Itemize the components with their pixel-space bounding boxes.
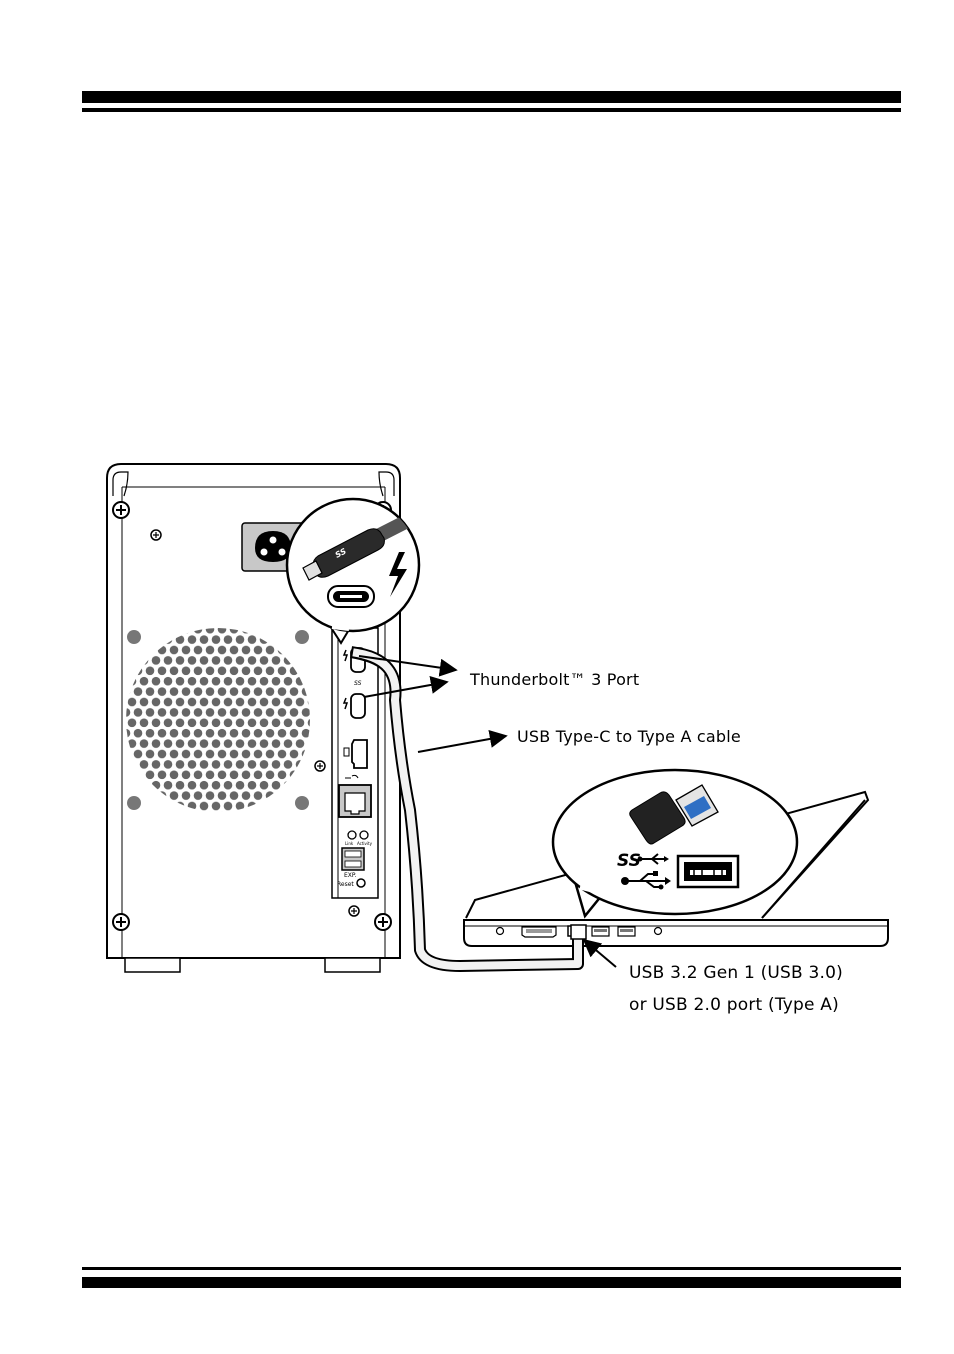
reset-button (356, 878, 366, 888)
usb-type-c-to-a-cable (350, 646, 587, 972)
header-rule-thin (82, 108, 901, 112)
header-rule-thick (82, 91, 901, 103)
usb-icon (621, 871, 671, 890)
thunderbolt-icon (342, 649, 349, 662)
callout-arrows (358, 655, 617, 968)
ss-usb-icon: SS (354, 680, 362, 687)
host-port-label-line2: or USB 2.0 port (Type A) (629, 995, 839, 1015)
svg-text:SS: SS (617, 851, 641, 871)
thunderbolt-port-2 (350, 693, 366, 719)
reset-label: Reset (337, 881, 354, 888)
fan-grille (126, 628, 310, 812)
usb-cable-label: USB Type-C to Type A cable (517, 727, 741, 746)
link-label: Link (345, 841, 354, 846)
footer-rule-thick (82, 1277, 901, 1288)
usb-superspeed-icon: SS (617, 851, 669, 871)
exp-label: EXP. (344, 872, 357, 879)
displayport-port (351, 739, 368, 769)
activity-label: Activity (357, 841, 373, 846)
thunderbolt-port-label: Thunderbolt™ 3 Port (470, 670, 640, 689)
thunderbolt-icon (389, 552, 407, 597)
footer-rule-thin (82, 1267, 901, 1270)
link-led (347, 830, 357, 840)
usb-a-port-icon (676, 854, 740, 889)
usb-type-a-callout: SS (551, 768, 799, 919)
thunderbolt-icon (342, 697, 349, 710)
activity-led (359, 830, 369, 840)
io-panel: SS Link Activity EXP. Reset (331, 627, 379, 899)
host-port-label-line1: USB 3.2 Gen 1 (USB 3.0) (629, 963, 843, 983)
usb-a-plug-icon (629, 784, 719, 845)
